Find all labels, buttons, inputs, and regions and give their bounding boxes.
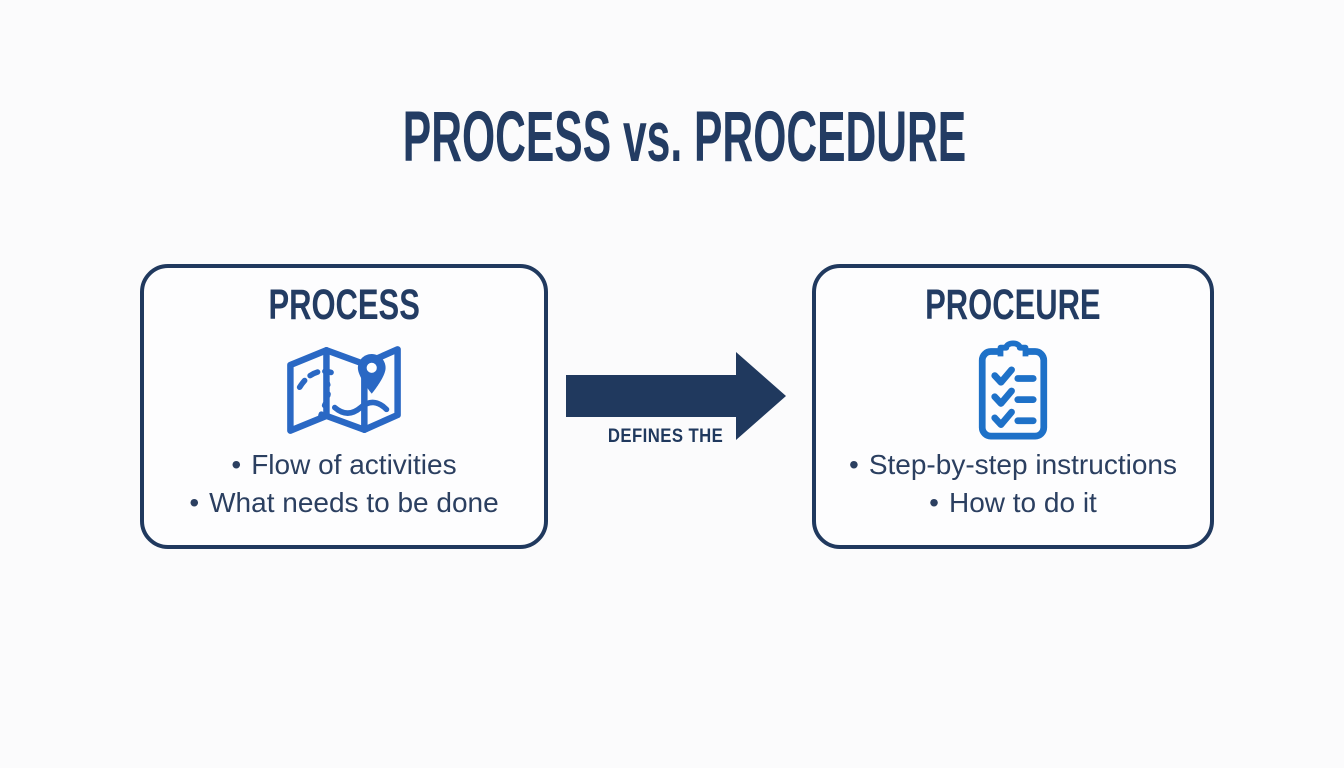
process-card-heading: PROCESS: [144, 284, 544, 327]
map-icon: [144, 340, 544, 440]
bullet-item: • Step-by-step instructions: [816, 446, 1210, 484]
bullet-text: What needs to be done: [209, 487, 499, 518]
bullet-item: • How to do it: [816, 484, 1210, 522]
page-title-text: PROCESS vs. PROCEDURE: [403, 98, 967, 177]
bullet-dot: •: [849, 449, 859, 480]
bullet-text: Flow of activities: [251, 449, 457, 480]
clipboard-checklist-icon: [816, 340, 1210, 440]
procedure-card-heading-text: PROCEURE: [925, 281, 1101, 329]
bullet-dot: •: [189, 487, 200, 518]
bullet-item: • What needs to be done: [144, 484, 544, 522]
process-card: PROCESS • Flow of activities: [140, 264, 548, 549]
procedure-card: PROCEURE • Step-by-step instructions: [812, 264, 1214, 549]
bullet-dot: •: [929, 487, 939, 518]
bullet-item: • Flow of activities: [144, 446, 544, 484]
connector-label: DEFINES THE: [566, 426, 766, 449]
procedure-card-heading: PROCEURE: [816, 284, 1210, 327]
bullet-dot: •: [231, 449, 242, 480]
arrow-right-icon: [566, 352, 786, 440]
process-card-heading-text: PROCESS: [268, 281, 420, 329]
page-title: PROCESS vs. PROCEDURE: [0, 102, 1344, 173]
process-bullet-list: • Flow of activities • What needs to be do…: [144, 446, 544, 522]
bullet-text: Step-by-step instructions: [868, 449, 1177, 480]
bullet-text: How to do it: [948, 487, 1097, 518]
connector-label-text: DEFINES THE: [608, 426, 724, 447]
procedure-bullet-list: • Step-by-step instructions • How to do it: [816, 446, 1210, 522]
